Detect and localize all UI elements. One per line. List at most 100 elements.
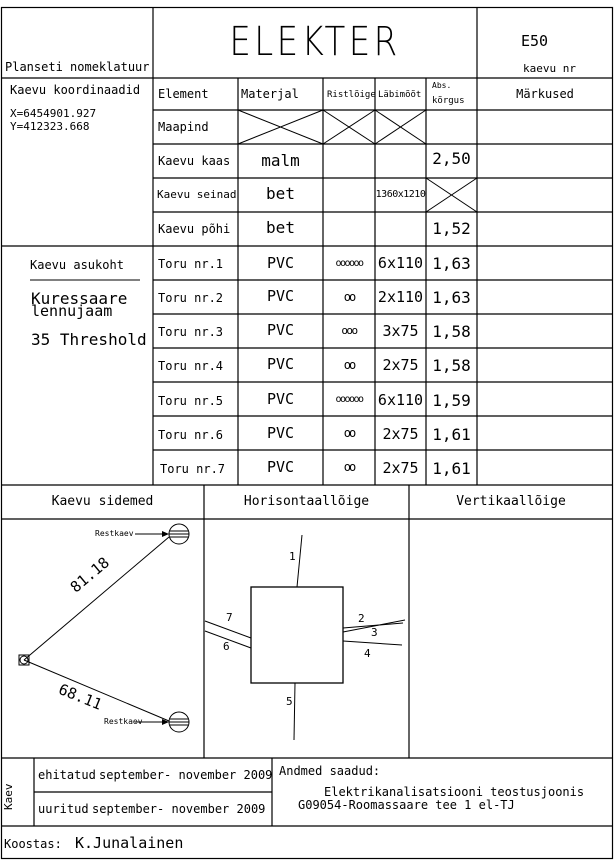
pipe-5 [293, 682, 296, 741]
row-material: PVC [266, 424, 295, 442]
well-outline [250, 586, 344, 684]
footer-side-label: Kaev [2, 783, 15, 811]
location-line3: 35 Threshold [31, 330, 147, 349]
coordinates-label: Kaevu koordinaadid [10, 83, 141, 97]
location-label: Kaevu asukoht [30, 258, 124, 272]
pipe-number-5: 5 [286, 695, 293, 708]
pipe-2 [342, 619, 406, 633]
grate-well-label-bottom: Restkaev [104, 717, 143, 726]
data-source-label: Andmed saadud: [279, 764, 381, 778]
section-vertical-title: Vertikaallõige [456, 494, 566, 509]
location-line1: Kuressaare [31, 289, 128, 308]
grate-well-label-top: Restkaev [95, 529, 134, 538]
header-material: Materjal [241, 87, 299, 101]
row-material: malm [261, 151, 300, 170]
row-cross-section: oo [343, 426, 356, 440]
row-element: Maapind [158, 120, 209, 134]
row-element: Kaevu põhi [158, 222, 231, 236]
row-element: Kaevu seinad [157, 188, 237, 201]
pipe-number-7: 7 [226, 611, 233, 624]
row-material: bet [266, 218, 295, 237]
header-height: kõrgus [432, 96, 465, 106]
row-diameter: 6x110 [377, 391, 424, 409]
row-material: PVC [266, 390, 295, 408]
row-diameter: 2x110 [377, 288, 424, 306]
surveyed-label: uuritud [38, 802, 89, 816]
header-notes: Märkused [516, 87, 574, 101]
header-element: Element [158, 87, 209, 101]
pipe-number-3: 3 [371, 626, 378, 639]
row-diameter: 1360x1210 [375, 189, 426, 200]
row-material: bet [266, 184, 295, 203]
data-source-line2: G09054-Roomassaare tee 1 el-TJ [298, 798, 515, 812]
built-label: ehitatud [38, 768, 96, 782]
pipe-1 [296, 534, 303, 588]
page-title: ELEKTER [229, 19, 401, 65]
row-element: Toru nr.5 [158, 394, 224, 408]
pipe-number-6: 6 [223, 640, 230, 653]
row-material: PVC [266, 355, 295, 373]
row-material: PVC [266, 254, 295, 272]
data-source-line1: Elektrikanalisatsiooni teostusjoonis [324, 785, 585, 799]
row-diameter: 2x75 [382, 356, 419, 374]
row-height: 1,61 [432, 459, 471, 478]
arrow-head-bottom-icon [162, 719, 169, 725]
row-height: 1,63 [432, 288, 471, 307]
link-line-bottom [23, 659, 170, 722]
pipe-number-2: 2 [358, 612, 365, 625]
well-symbol [18, 654, 30, 666]
row-cross-section: oooooo [335, 394, 364, 405]
row-cross-section: oo [343, 460, 356, 474]
author-name: K.Junalainen [75, 834, 184, 852]
nomenclature-label: Planseti nomeklatuur [5, 60, 150, 74]
coordinate-y: Y=412323.668 [10, 120, 90, 133]
row-element: Toru nr.4 [158, 359, 224, 373]
pipe-4 [342, 640, 403, 646]
surveyed-value: september- november 2009 [92, 802, 266, 816]
row-cross-section: oo [343, 358, 356, 372]
section-horizontal-title: Horisontaallõige [243, 494, 370, 509]
row-diameter: 2x75 [382, 425, 419, 443]
row-height: 1,58 [432, 356, 471, 375]
row-material: PVC [266, 458, 295, 476]
pipe-7 [204, 620, 252, 639]
row-height: 1,59 [432, 391, 471, 410]
section-links-title: Kaevu sidemed [51, 494, 154, 509]
row-cross-section: oooooo [335, 258, 364, 269]
row-diameter: 3x75 [382, 322, 419, 340]
row-height: 1,61 [432, 425, 471, 444]
well-number: E50 [521, 32, 549, 50]
row-diameter: 6x110 [377, 254, 424, 272]
row-height: 1,58 [432, 322, 471, 341]
well-number-label: kaevu nr [523, 62, 576, 75]
header-diameter: Läbimõõt [378, 90, 422, 100]
pipe-number-1: 1 [289, 550, 296, 563]
pipe-number-4: 4 [364, 647, 371, 660]
author-label: Koostas: [4, 837, 62, 851]
row-diameter: 2x75 [382, 459, 419, 477]
built-value: september- november 2009 [99, 768, 273, 782]
row-cross-section: oo [343, 290, 356, 304]
pipe-6 [204, 630, 252, 649]
row-element: Toru nr.2 [158, 291, 224, 305]
row-element: Toru nr.1 [158, 257, 224, 271]
row-material: PVC [266, 287, 295, 305]
location-line2: lennujaam [31, 302, 113, 320]
header-abs: Abs. [432, 81, 452, 90]
header-cross-section: Ristlõige [327, 90, 376, 100]
well-symbol-inner [19, 655, 29, 665]
coordinate-x: X=6454901.927 [10, 107, 97, 120]
row-cross-section: ooo [341, 324, 358, 337]
link-line-top [23, 536, 170, 661]
row-element: Toru nr.7 [160, 462, 226, 476]
row-height: 2,50 [432, 149, 471, 168]
row-element: Toru nr.6 [158, 428, 224, 442]
pipe-3 [342, 622, 404, 629]
row-height: 1,52 [432, 219, 471, 238]
row-material: PVC [266, 321, 295, 339]
row-height: 1,63 [432, 254, 471, 273]
row-element: Toru nr.3 [158, 325, 224, 339]
